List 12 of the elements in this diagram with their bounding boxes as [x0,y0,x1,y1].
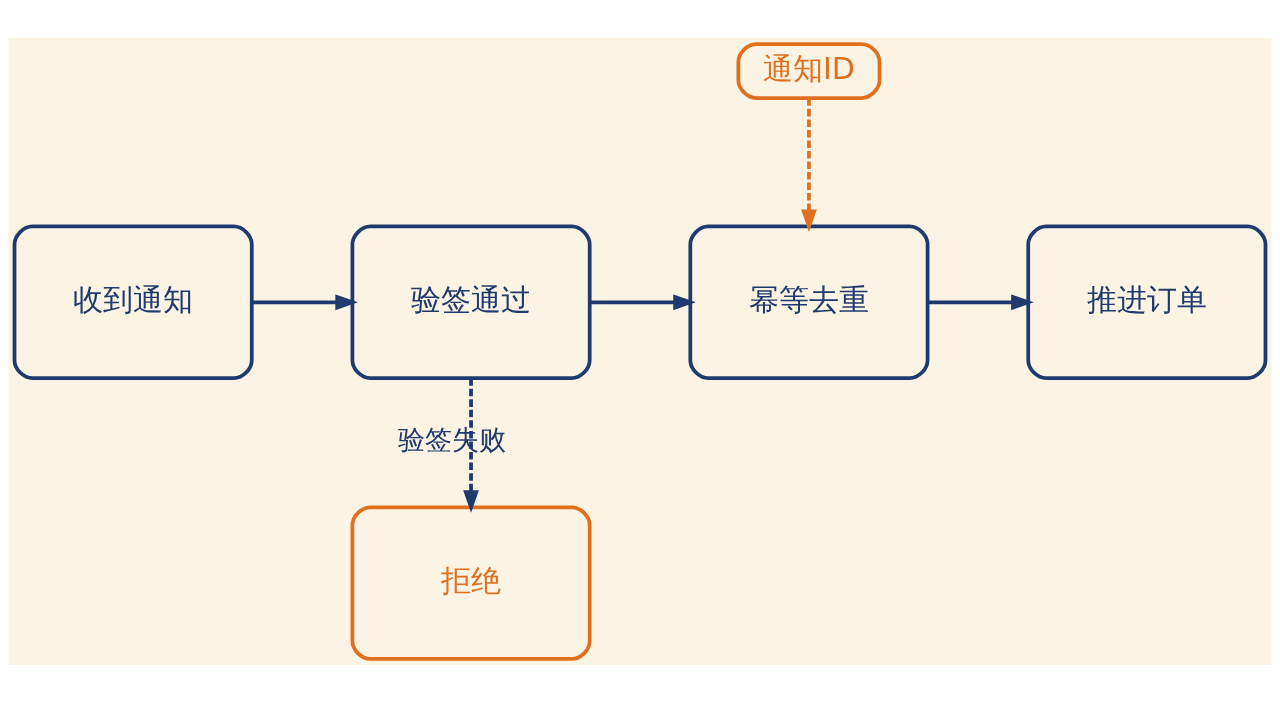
node-box: 推进订单 [1026,224,1268,380]
edge-label: 验签失败 [397,423,506,455]
node-box: 拒绝 [350,504,592,661]
arrow [590,293,696,310]
node-box: 验签通过 [350,224,592,380]
arrow [801,97,817,232]
arrow [252,293,358,310]
node-box: 收到通知 [12,224,254,380]
arrow [928,293,1034,310]
node-box: 通知ID [736,41,882,100]
arrow [463,377,479,513]
node-box: 幂等去重 [688,224,930,380]
